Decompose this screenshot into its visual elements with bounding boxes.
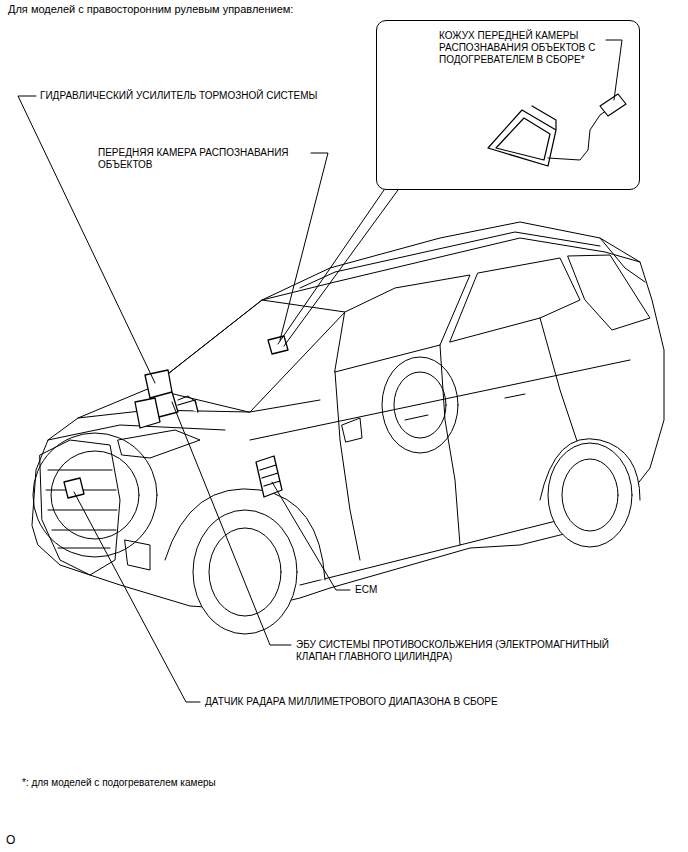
door-handle xyxy=(405,415,428,420)
leader-line xyxy=(278,190,384,344)
leader-line xyxy=(74,492,200,702)
side-sill xyxy=(300,520,560,585)
leader-line xyxy=(18,96,155,383)
car-body xyxy=(32,222,664,610)
wheel xyxy=(51,451,139,539)
wheel xyxy=(562,459,618,531)
rear-window xyxy=(568,255,650,330)
leader-line xyxy=(280,153,328,340)
part-name: КОЖУХ ПЕРЕДНЕЙ КАМЕРЫ РАСПОЗНАВАНИЯ ОБЪЕ… xyxy=(439,30,611,66)
wheel xyxy=(548,443,632,547)
door-handle xyxy=(505,394,525,398)
part-name: ПЕРЕДНЯЯ КАМЕРА РАСПОЗНАВАНИЯ ОБЪЕКТОВ xyxy=(98,147,310,171)
door-line xyxy=(335,372,360,560)
wheel xyxy=(394,372,446,438)
inset-frame: КОЖУХ ПЕРЕДНЕЙ КАМЕРЫ РАСПОЗНАВАНИЯ ОБЪЕ… xyxy=(376,20,640,190)
part-name: ЭБУ СИСТЕМЫ ПРОТИВОСКОЛЬЖЕНИЯ (ЭЛЕКТРОМА… xyxy=(296,639,646,663)
part-name: ECM xyxy=(355,584,377,596)
illustration-code: O xyxy=(6,834,15,846)
wheel xyxy=(193,510,297,634)
radar-sensor xyxy=(64,478,84,498)
grille-bar xyxy=(46,470,117,548)
ecm xyxy=(256,456,282,497)
page-title: Для моделей с правосторонним рулевым упр… xyxy=(8,3,293,15)
leader-line xyxy=(172,402,291,645)
heater-wire xyxy=(548,108,610,160)
side-window xyxy=(335,275,470,372)
camera-cover xyxy=(488,106,556,166)
roof-line xyxy=(262,238,640,300)
part-name: ГИДРАВЛИЧЕСКИЙ УСИЛИТЕЛЬ ТОРМОЗНОЙ СИСТЕ… xyxy=(40,90,317,102)
leader-line xyxy=(606,40,622,100)
belt-line xyxy=(250,360,630,440)
footnote: *: для моделей с подогревателем камеры xyxy=(22,777,216,789)
leader-line xyxy=(272,482,350,590)
side-window xyxy=(450,258,580,342)
hood-crease xyxy=(48,425,225,440)
windshield xyxy=(150,300,345,412)
roof-rail xyxy=(300,232,600,288)
heater-connector xyxy=(600,94,626,116)
leader-line xyxy=(284,190,398,346)
wheel xyxy=(209,528,281,616)
hood-line xyxy=(78,400,320,418)
brake-line xyxy=(178,396,196,402)
abs-actuator xyxy=(135,398,198,428)
part-name: ДАТЧИК РАДАРА МИЛЛИМЕТРОВОГО ДИАПАЗОНА В… xyxy=(205,696,498,708)
wheel xyxy=(33,433,157,557)
fog-lamp xyxy=(125,540,150,570)
mirror xyxy=(342,418,362,442)
door-line xyxy=(540,318,580,450)
wheel xyxy=(382,357,458,453)
